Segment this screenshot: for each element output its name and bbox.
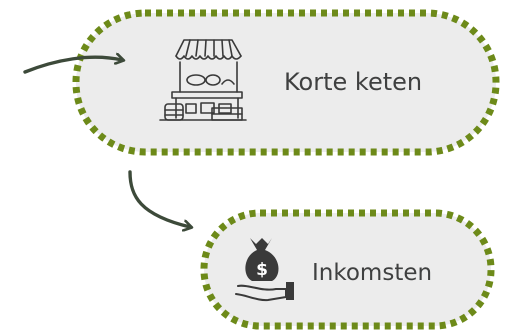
node-korte-keten (72, 9, 500, 156)
money-bag-hand-icon: $ (235, 238, 294, 302)
market-stall-icon (159, 39, 247, 121)
arrow-incoming (23, 57, 122, 74)
node-inkomsten: $ (200, 209, 495, 330)
arrow-korte-keten-to-inkomsten (128, 170, 190, 227)
node-korte-keten-label: Korte keten (284, 68, 423, 96)
node-inkomsten-label: Inkomsten (312, 260, 433, 286)
svg-text:$: $ (256, 260, 268, 280)
